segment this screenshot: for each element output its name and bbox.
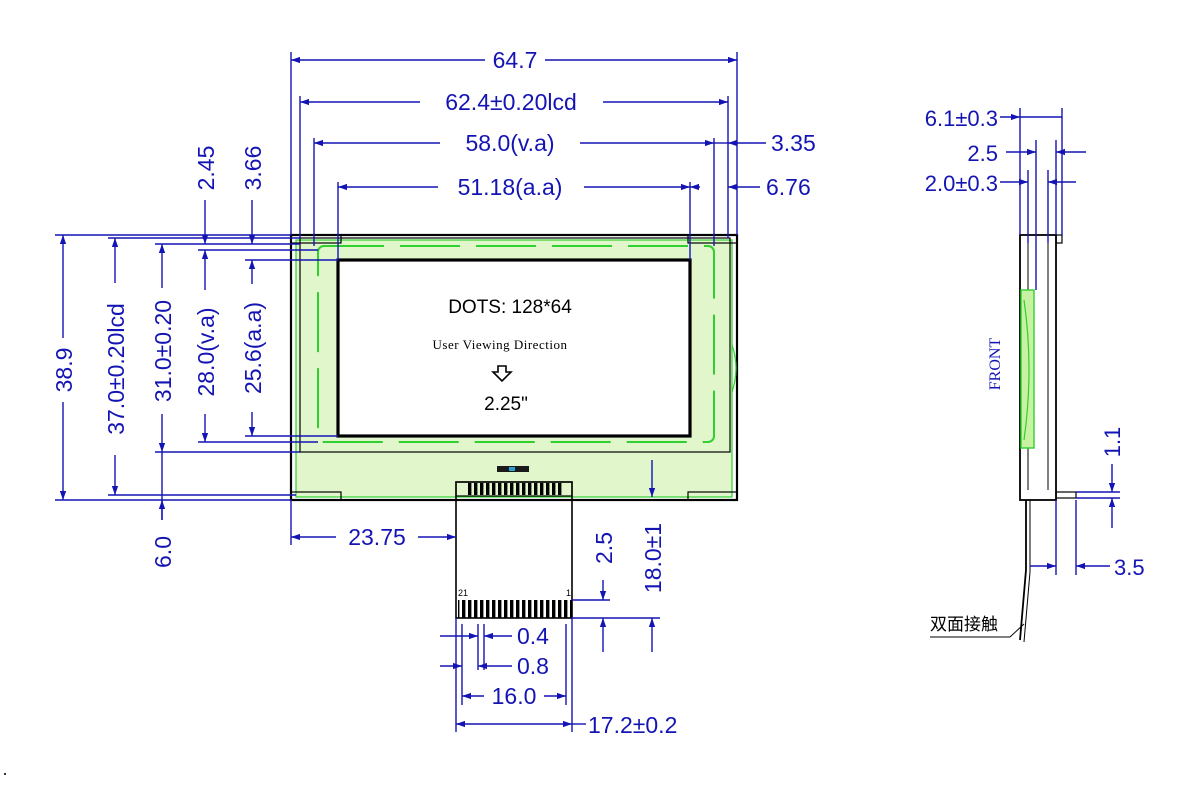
fpc-cable: 21 1 bbox=[455, 481, 573, 619]
corner-tab bbox=[290, 491, 342, 501]
bottom-dimensions: 23.75 0.4 0.8 16.0 17.2±0.2 2.5 bbox=[290, 460, 677, 738]
corner-tab bbox=[687, 234, 738, 244]
glass-thickness-label: 2.0±0.3 bbox=[925, 171, 998, 196]
dots-label: DOTS: 128*64 bbox=[448, 297, 572, 318]
viewing-direction-label: User Viewing Direction bbox=[433, 337, 568, 352]
lcd-glass-outline bbox=[299, 237, 731, 453]
fpc-left-offset-label: 23.75 bbox=[348, 524, 406, 550]
fpc-offset-label: 1.1 bbox=[1100, 427, 1125, 458]
side-module-outline bbox=[1019, 234, 1057, 501]
aa-right-offset-label: 6.76 bbox=[766, 174, 811, 200]
fpc-bond-pins bbox=[466, 483, 564, 495]
pin-span-label: 16.0 bbox=[492, 683, 537, 709]
view-area-frame bbox=[317, 245, 715, 443]
module-outline bbox=[289, 233, 739, 502]
va-right-offset-label: 3.35 bbox=[771, 130, 816, 156]
side-glass bbox=[1020, 289, 1035, 449]
glass-height-label: 31.0±0.20 bbox=[150, 300, 176, 402]
fpc-bond-area bbox=[455, 481, 573, 497]
aa-top-offset-label: 3.66 bbox=[240, 146, 266, 191]
fpc-contact-pins bbox=[458, 600, 572, 618]
side-view: FRONT 6.1±0.3 2.5 2.0±0.3 1.1 3.5 bbox=[925, 106, 1145, 643]
contact-length-label: 2.5 bbox=[591, 532, 617, 564]
pin-first-label: 1 bbox=[566, 588, 571, 598]
top-dimensions: 64.7 62.4±0.20lcd 58.0(v.a) 3.35 51.18(a… bbox=[290, 47, 816, 260]
fpc-outline bbox=[455, 481, 573, 619]
corner-tab bbox=[290, 234, 342, 244]
size-label: 2.25" bbox=[484, 394, 528, 415]
pin-last-label: 21 bbox=[458, 588, 468, 598]
total-thickness-label: 6.1±0.3 bbox=[925, 106, 998, 131]
driver-ic-marker bbox=[509, 467, 515, 471]
view-area-width-label: 58.0(v.a) bbox=[465, 130, 554, 156]
contact-note: 双面接触 bbox=[930, 615, 998, 635]
dot-mark bbox=[4, 773, 6, 775]
side-fpc-tail bbox=[1019, 500, 1027, 641]
corner-tab bbox=[687, 491, 738, 501]
front-label: FRONT bbox=[987, 338, 1004, 391]
active-area bbox=[336, 258, 692, 438]
module-thickness-label: 2.5 bbox=[967, 141, 998, 166]
active-area-width-label: 51.18(a.a) bbox=[458, 174, 563, 200]
va-top-offset-label: 2.45 bbox=[193, 146, 219, 191]
active-area-height-label: 25.6(a.a) bbox=[240, 302, 266, 394]
view-area-height-label: 28.0(v.a) bbox=[193, 307, 219, 396]
bottom-offset-label: 6.0 bbox=[150, 536, 176, 568]
fpc-length-label: 18.0±1 bbox=[640, 523, 666, 593]
front-view: DOTS: 128*64 User Viewing Direction 2.25… bbox=[289, 233, 739, 502]
pin-width-label: 0.4 bbox=[517, 623, 549, 649]
left-dimensions: 38.9 37.0±0.20lcd 31.0±0.20 28.0(v.a) 25… bbox=[50, 146, 338, 568]
pin-pitch-label: 0.8 bbox=[517, 653, 549, 679]
side-fpc-exit bbox=[1055, 491, 1077, 499]
outline-height-label: 38.9 bbox=[51, 348, 77, 393]
lcd-height-label: 37.0±0.20lcd bbox=[103, 303, 129, 435]
side-notch bbox=[731, 344, 737, 393]
down-arrow-icon bbox=[491, 365, 513, 383]
fpc-width-label: 17.2±0.2 bbox=[588, 712, 677, 738]
lcd-width-label: 62.4±0.20lcd bbox=[445, 89, 577, 115]
fpc-bend-label: 3.5 bbox=[1114, 555, 1145, 580]
outline-width-label: 64.7 bbox=[493, 47, 538, 73]
